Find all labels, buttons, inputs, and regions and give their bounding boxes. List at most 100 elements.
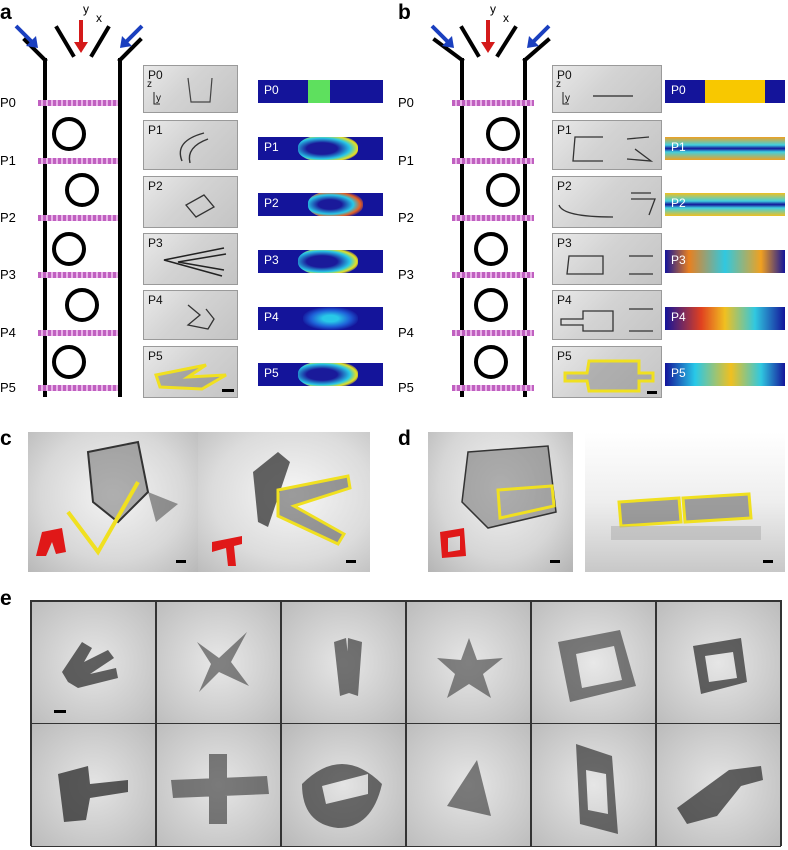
scale-bar-icon — [176, 560, 186, 563]
gallery-cell-3 — [281, 601, 406, 725]
position-label: P5 — [0, 380, 16, 395]
heatmap-label: P4 — [671, 310, 686, 324]
heatmap-b-p2: P2 — [665, 193, 785, 216]
scale-bar-icon — [54, 710, 66, 713]
heatmap-b-p0: P0 — [665, 80, 785, 103]
heatmap-label: P4 — [264, 310, 279, 324]
position-label: P2 — [0, 210, 16, 225]
heatmap-label: P3 — [264, 253, 279, 267]
gate-a-p3 — [38, 272, 118, 278]
photo-c-right — [198, 432, 370, 572]
heatmap-b-p4: P4 — [665, 307, 785, 330]
axis-indicator-b: y x — [487, 2, 517, 25]
micrograph-label: P3 — [148, 236, 163, 250]
micrograph-label: P2 — [557, 179, 572, 193]
micrograph-b-p1: P1 — [552, 120, 662, 170]
heatmap-label: P5 — [264, 366, 279, 380]
gallery-cell-9 — [281, 723, 406, 847]
micrograph-a-p0: P0 z y — [143, 65, 238, 113]
gate-b-p0 — [452, 100, 534, 106]
heatmap-label: P1 — [264, 140, 279, 154]
scale-bar-icon — [550, 560, 560, 563]
inlet-arrow-left-icon — [430, 24, 454, 48]
heatmap-a-p1: P1 — [258, 137, 383, 160]
micrograph-a-p2: P2 — [143, 176, 238, 228]
panel-label-c: c — [0, 427, 12, 450]
circle-obstacle-icon — [65, 173, 99, 207]
micrograph-label: P4 — [557, 293, 572, 307]
heatmap-label: P1 — [671, 140, 686, 154]
heatmap-b-p5: P5 — [665, 363, 785, 386]
scale-bar-icon — [346, 560, 356, 563]
scale-bar-icon — [763, 560, 773, 563]
gallery-cell-7 — [31, 723, 156, 847]
axis-x-label: x — [96, 11, 102, 25]
micrograph-a-p5: P5 — [143, 346, 238, 398]
gate-b-p3 — [452, 272, 534, 278]
scale-bar-icon — [647, 391, 657, 394]
micrograph-b-p5: P5 — [552, 346, 662, 398]
position-label: P1 — [0, 153, 16, 168]
heatmap-a-p3: P3 — [258, 250, 383, 273]
gate-b-p4 — [452, 330, 534, 336]
micrograph-label: P1 — [557, 123, 572, 137]
micrograph-label: P2 — [148, 179, 163, 193]
micrograph-a-p1: P1 — [143, 120, 238, 170]
heatmap-a-p4: P4 — [258, 307, 383, 330]
position-label: P4 — [398, 325, 414, 340]
gate-a-p1 — [38, 158, 118, 164]
circle-obstacle-icon — [52, 345, 86, 379]
position-label: P5 — [398, 380, 414, 395]
micrograph-label: P0 — [557, 68, 572, 82]
circle-obstacle-icon — [52, 117, 86, 151]
gate-a-p2 — [38, 215, 118, 221]
gallery-grid — [30, 600, 782, 847]
panel-label-b: b — [398, 1, 411, 24]
circle-obstacle-icon — [486, 117, 520, 151]
gate-b-p5 — [452, 385, 534, 391]
heatmap-label: P0 — [671, 83, 686, 97]
axis-y-label: y — [83, 2, 89, 16]
position-label: P3 — [0, 267, 16, 282]
circle-obstacle-icon — [52, 232, 86, 266]
photo-d-left — [428, 432, 573, 572]
circle-obstacle-icon — [474, 345, 508, 379]
micrograph-label: P5 — [148, 349, 163, 363]
heatmap-a-p0: P0 — [258, 80, 383, 103]
gallery-cell-8 — [156, 723, 281, 847]
gallery-cell-5 — [531, 601, 656, 725]
inlet-arrow-right-icon — [527, 24, 551, 48]
circle-obstacle-icon — [65, 288, 99, 322]
circle-obstacle-icon — [486, 173, 520, 207]
heatmap-a-p5: P5 — [258, 363, 383, 386]
micrograph-label: P4 — [148, 293, 163, 307]
position-label: P1 — [398, 153, 414, 168]
gallery-cell-6 — [656, 601, 781, 725]
gallery-cell-1 — [31, 601, 156, 725]
micrograph-b-p3: P3 — [552, 233, 662, 285]
circle-obstacle-icon — [474, 232, 508, 266]
gallery-cell-10 — [406, 723, 531, 847]
arrow-down-icon — [481, 20, 495, 53]
gate-a-p0 — [38, 100, 118, 106]
micrograph-a-p3: P3 — [143, 233, 238, 285]
heatmap-label: P2 — [264, 196, 279, 210]
photo-d-right — [585, 432, 785, 572]
gate-a-p5 — [38, 385, 118, 391]
micrograph-b-p0: P0 z y — [552, 65, 662, 113]
inlet-arrow-right-icon — [120, 24, 144, 48]
micrograph-label: P3 — [557, 236, 572, 250]
micrograph-b-p4: P4 — [552, 290, 662, 340]
heatmap-b-p3: P3 — [665, 250, 785, 273]
axis-z-label: z — [147, 79, 152, 90]
micrograph-label: P1 — [148, 123, 163, 137]
position-label: P3 — [398, 267, 414, 282]
axis-y-label: y — [490, 2, 496, 16]
inlet-arrow-left-icon — [14, 24, 38, 48]
micrograph-b-p2: P2 — [552, 176, 662, 228]
gate-a-p4 — [38, 330, 118, 336]
panel-label-e: e — [0, 587, 12, 610]
micrograph-label: P5 — [557, 349, 572, 363]
heatmap-label: P5 — [671, 366, 686, 380]
gallery-cell-2 — [156, 601, 281, 725]
